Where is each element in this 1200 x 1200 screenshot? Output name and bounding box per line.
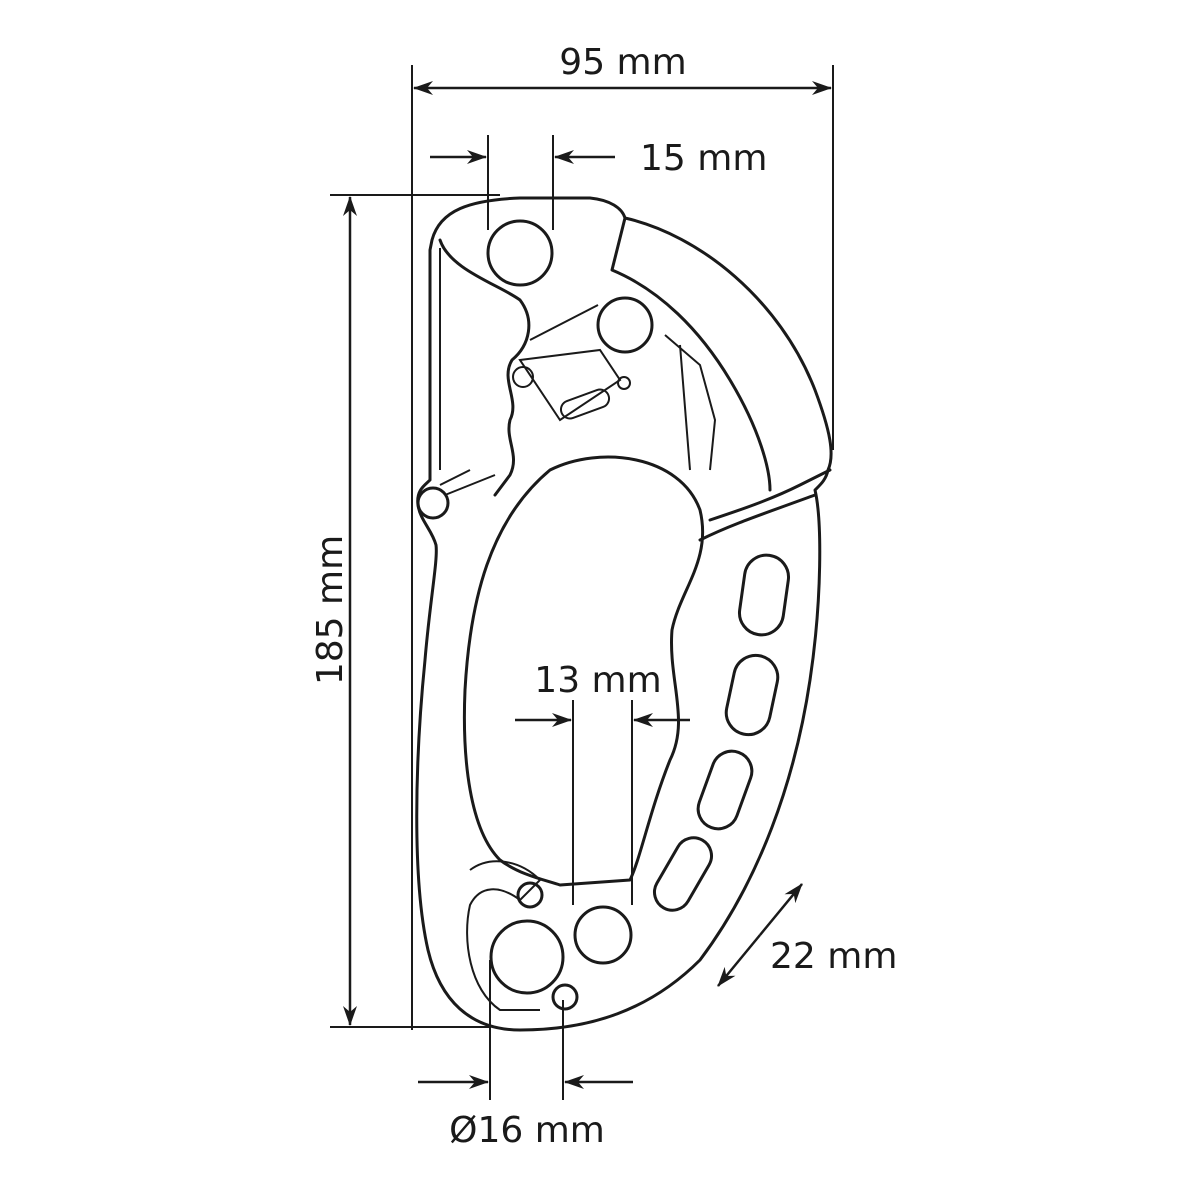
device-outline [415,196,833,1032]
dimension-frame-width [717,883,803,987]
dimension-inner-width [515,700,690,905]
top-opening-label: 15 mm [640,138,767,179]
frame-width-label: 22 mm [770,936,897,977]
inner-width-label: 13 mm [534,660,661,701]
dimension-top-opening [430,135,615,230]
dimension-hole-diameter [418,960,633,1100]
width-label: 95 mm [559,42,686,83]
hole-diameter-label: Ø16 mm [449,1110,605,1151]
dimension-height [330,194,500,1028]
height-label: 185 mm [310,535,351,685]
dimension-width [411,65,834,1030]
